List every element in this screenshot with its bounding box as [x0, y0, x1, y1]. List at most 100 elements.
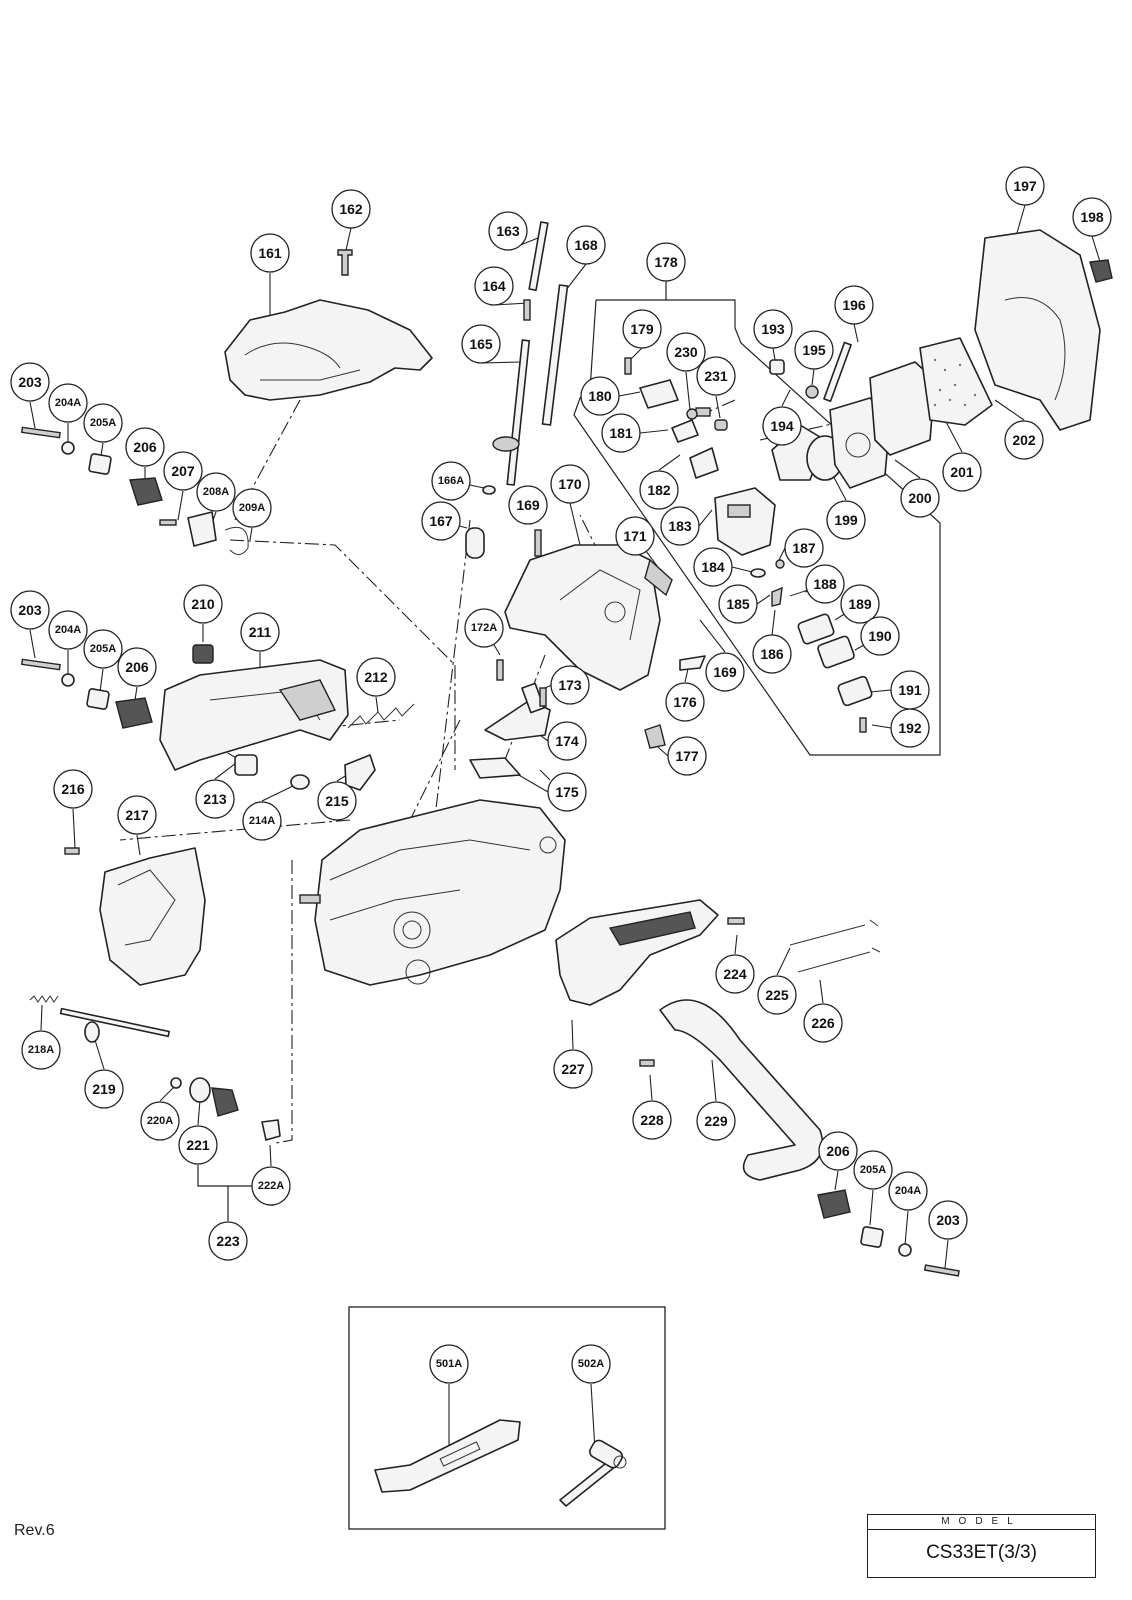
filter-frame-201-part	[869, 361, 936, 456]
callout-221: 221	[178, 1125, 218, 1165]
callout-circle	[705, 652, 745, 692]
callout-label: 220A	[147, 1115, 173, 1127]
callout-label: 177	[675, 748, 699, 764]
callout-circle	[696, 356, 736, 396]
callout-label: 181	[609, 425, 633, 441]
callout-166A: 166A	[431, 461, 471, 501]
spacer-167-part	[465, 527, 485, 559]
crankcase-part	[314, 799, 566, 986]
callout-225: 225	[757, 975, 797, 1015]
callout-label: 178	[654, 254, 678, 270]
callout-218A: 218A	[21, 1030, 61, 1070]
callout-188: 188	[805, 564, 845, 604]
callout-circle	[464, 608, 504, 648]
callout-204A: 204A	[888, 1171, 928, 1211]
throttle-215-part	[344, 754, 376, 791]
plate-177-part	[644, 724, 666, 749]
model-caption: MODEL	[868, 1515, 1095, 1530]
callout-label: 172A	[471, 622, 497, 634]
callout-label: 185	[726, 596, 750, 612]
callout-187: 187	[784, 528, 824, 568]
callout-227: 227	[553, 1049, 593, 1089]
callout-label: 226	[811, 1015, 835, 1031]
callout-label: 183	[668, 518, 692, 534]
callout-167: 167	[421, 501, 461, 541]
callout-label: 224	[723, 966, 747, 982]
callout-circle	[208, 1221, 248, 1261]
knob-198-part	[1089, 259, 1113, 283]
callout-label: 171	[623, 528, 647, 544]
callout-circle	[718, 584, 758, 624]
front-handle-227-part	[555, 899, 719, 1006]
callout-label: 214A	[249, 815, 275, 827]
callout-circle	[84, 1069, 124, 1109]
carb-part-182	[689, 447, 719, 479]
callout-circle	[117, 795, 157, 835]
callout-label: 193	[761, 321, 785, 337]
callout-bubbles: 161162163164165166A167168169169170171172…	[10, 166, 1112, 1384]
callout-circle	[715, 954, 755, 994]
callout-circle	[117, 647, 157, 687]
callout-231: 231	[696, 356, 736, 396]
callout-circle	[53, 769, 93, 809]
callout-circle	[639, 470, 679, 510]
callout-circle	[900, 478, 940, 518]
callout-circle	[431, 461, 471, 501]
callout-228: 228	[632, 1100, 672, 1140]
callout-196: 196	[834, 285, 874, 325]
callout-173: 173	[550, 665, 590, 705]
callout-label: 211	[249, 624, 272, 640]
callout-204A: 204A	[48, 383, 88, 423]
callout-label: 194	[770, 418, 794, 434]
callout-203: 203	[10, 590, 50, 630]
callout-circle	[646, 242, 686, 282]
callout-label: 217	[125, 807, 149, 823]
callout-circle	[242, 801, 282, 841]
callout-circle	[356, 657, 396, 697]
callout-label: 196	[842, 297, 866, 313]
bar-handle-229-part	[659, 999, 824, 1181]
callout-circle	[660, 506, 700, 546]
callout-label: 210	[191, 596, 215, 612]
spring-218A-part	[29, 995, 59, 1003]
callout-label: 169	[516, 497, 540, 513]
callout-label: 163	[496, 223, 520, 239]
callout-215: 215	[317, 781, 357, 821]
callout-circle	[667, 736, 707, 776]
callout-label: 173	[558, 677, 582, 693]
callout-191: 191	[890, 670, 930, 710]
carburetor-part	[714, 487, 776, 556]
callout-circle	[601, 413, 641, 453]
callout-circle	[163, 451, 203, 491]
callout-label: 204A	[55, 624, 81, 636]
callout-label: 206	[125, 659, 149, 675]
callout-circle	[834, 285, 874, 325]
callout-206: 206	[125, 427, 165, 467]
spring-212-part	[347, 703, 415, 729]
callout-label: 200	[908, 490, 932, 506]
callout-circle	[421, 501, 461, 541]
callout-208A: 208A	[196, 472, 236, 512]
callout-194: 194	[762, 406, 802, 446]
callout-label: 201	[950, 464, 974, 480]
callout-161: 161	[250, 233, 290, 273]
callout-label: 215	[325, 793, 349, 809]
callout-label: 212	[364, 669, 388, 685]
callout-label: 209A	[239, 502, 265, 514]
callout-label: 198	[1080, 209, 1104, 225]
bushing-193-part	[769, 359, 785, 375]
callout-190: 190	[860, 616, 900, 656]
callout-circle	[580, 376, 620, 416]
callout-circle	[83, 629, 123, 669]
callout-220A: 220A	[140, 1101, 180, 1141]
callout-206: 206	[818, 1131, 858, 1171]
callout-203: 203	[928, 1200, 968, 1240]
callout-circle	[21, 1030, 61, 1070]
callout-label: 203	[18, 602, 42, 618]
callout-171: 171	[615, 516, 655, 556]
callout-circle	[125, 427, 165, 467]
callout-label: 227	[561, 1061, 585, 1077]
callout-label: 207	[171, 463, 195, 479]
callout-circle	[48, 610, 88, 650]
